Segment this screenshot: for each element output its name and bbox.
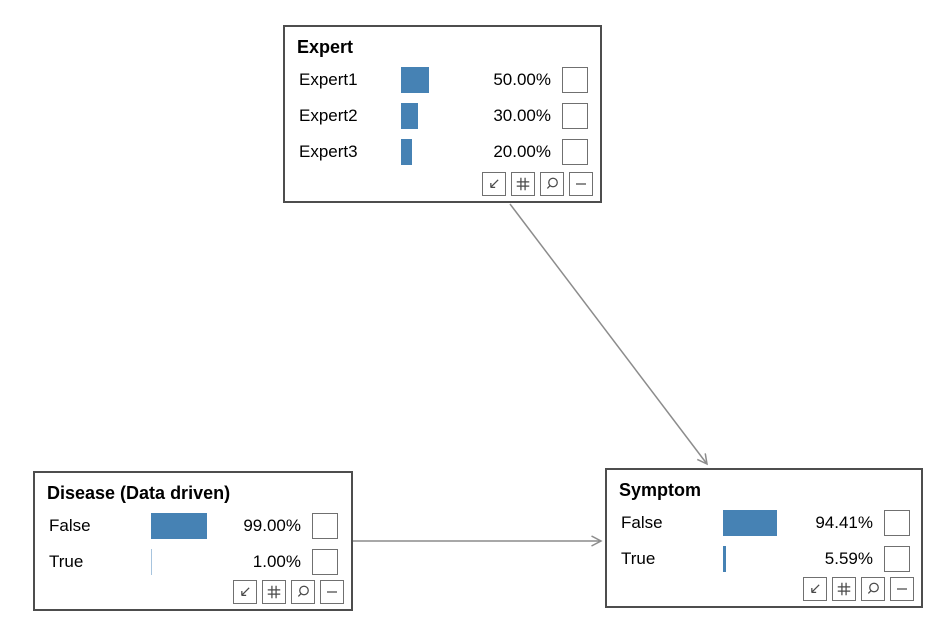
minimize-icon	[576, 183, 586, 185]
zoom-icon	[867, 582, 879, 594]
bayes-node-disease[interactable]: Disease (Data driven) False 99.00% True 1.0…	[33, 471, 353, 611]
probability-bar-track	[151, 549, 208, 575]
minimize-button[interactable]	[320, 580, 344, 604]
probability-value: 94.41%	[815, 513, 873, 532]
table-button[interactable]	[262, 580, 286, 604]
collapse-arrow-button[interactable]	[482, 172, 506, 196]
bayes-node-expert[interactable]: Expert Expert1 50.00% Expert2 30.00% Expert3…	[283, 25, 602, 203]
table-icon	[267, 585, 281, 599]
probability-bar	[151, 513, 207, 539]
collapse-arrow-icon	[490, 179, 499, 188]
state-label: True	[49, 552, 84, 571]
state-row-false: False 94.41%	[607, 505, 921, 541]
node-toolbar	[482, 172, 593, 196]
evidence-checkbox[interactable]	[312, 513, 338, 539]
state-label: False	[621, 513, 663, 532]
evidence-checkbox[interactable]	[884, 510, 910, 536]
table-button[interactable]	[511, 172, 535, 196]
node-states: False 99.00% True 1.00%	[35, 508, 351, 580]
zoom-icon	[297, 585, 309, 597]
state-label: Expert3	[299, 142, 358, 161]
probability-bar-track	[151, 513, 208, 539]
node-toolbar	[803, 577, 914, 601]
state-label: Expert1	[299, 70, 358, 89]
state-label: True	[621, 549, 656, 568]
node-title: Disease (Data driven)	[47, 483, 231, 503]
evidence-checkbox[interactable]	[312, 549, 338, 575]
probability-value: 1.00%	[252, 552, 301, 571]
minimize-button[interactable]	[569, 172, 593, 196]
probability-bar	[401, 67, 429, 93]
bayes-node-symptom[interactable]: Symptom False 94.41% True 5.59%	[605, 468, 923, 608]
minimize-icon	[327, 591, 337, 593]
evidence-checkbox[interactable]	[562, 67, 588, 93]
probability-bar-track	[401, 139, 458, 165]
probability-bar-track	[723, 510, 780, 536]
evidence-checkbox[interactable]	[562, 139, 588, 165]
minimize-icon	[897, 588, 907, 590]
probability-bar-track	[723, 546, 780, 572]
collapse-arrow-button[interactable]	[233, 580, 257, 604]
state-row-false: False 99.00%	[35, 508, 351, 544]
probability-value: 5.59%	[824, 549, 873, 568]
probability-value: 30.00%	[493, 106, 551, 125]
collapse-arrow-button[interactable]	[803, 577, 827, 601]
state-row-true: True 1.00%	[35, 544, 351, 580]
probability-value: 99.00%	[243, 516, 301, 535]
probability-value: 20.00%	[493, 142, 551, 161]
evidence-checkbox[interactable]	[884, 546, 910, 572]
minimize-button[interactable]	[890, 577, 914, 601]
evidence-checkbox[interactable]	[562, 103, 588, 129]
probability-bar	[401, 103, 418, 129]
node-toolbar	[233, 580, 344, 604]
node-title: Expert	[297, 37, 354, 57]
state-label: False	[49, 516, 91, 535]
zoom-button[interactable]	[540, 172, 564, 196]
table-icon	[837, 582, 851, 596]
zoom-button[interactable]	[291, 580, 315, 604]
node-states: Expert1 50.00% Expert2 30.00% Expert3 20.00%	[285, 62, 600, 170]
state-row-true: True 5.59%	[607, 541, 921, 577]
probability-bar	[723, 510, 777, 536]
node-title: Symptom	[619, 480, 702, 500]
probability-bar-track	[401, 103, 458, 129]
state-row-expert2: Expert2 30.00%	[285, 98, 600, 134]
collapse-arrow-icon	[241, 587, 250, 596]
probability-bar	[723, 546, 726, 572]
zoom-button[interactable]	[861, 577, 885, 601]
edge-expert-to-symptom[interactable]	[509, 203, 707, 464]
probability-bar	[151, 549, 152, 575]
zoom-icon	[546, 177, 558, 189]
table-icon	[516, 177, 530, 191]
probability-bar	[401, 139, 412, 165]
node-states: False 94.41% True 5.59%	[607, 505, 921, 577]
state-row-expert3: Expert3 20.00%	[285, 134, 600, 170]
table-button[interactable]	[832, 577, 856, 601]
state-row-expert1: Expert1 50.00%	[285, 62, 600, 98]
probability-value: 50.00%	[493, 70, 551, 89]
collapse-arrow-icon	[811, 584, 820, 593]
state-label: Expert2	[299, 106, 358, 125]
probability-bar-track	[401, 67, 458, 93]
